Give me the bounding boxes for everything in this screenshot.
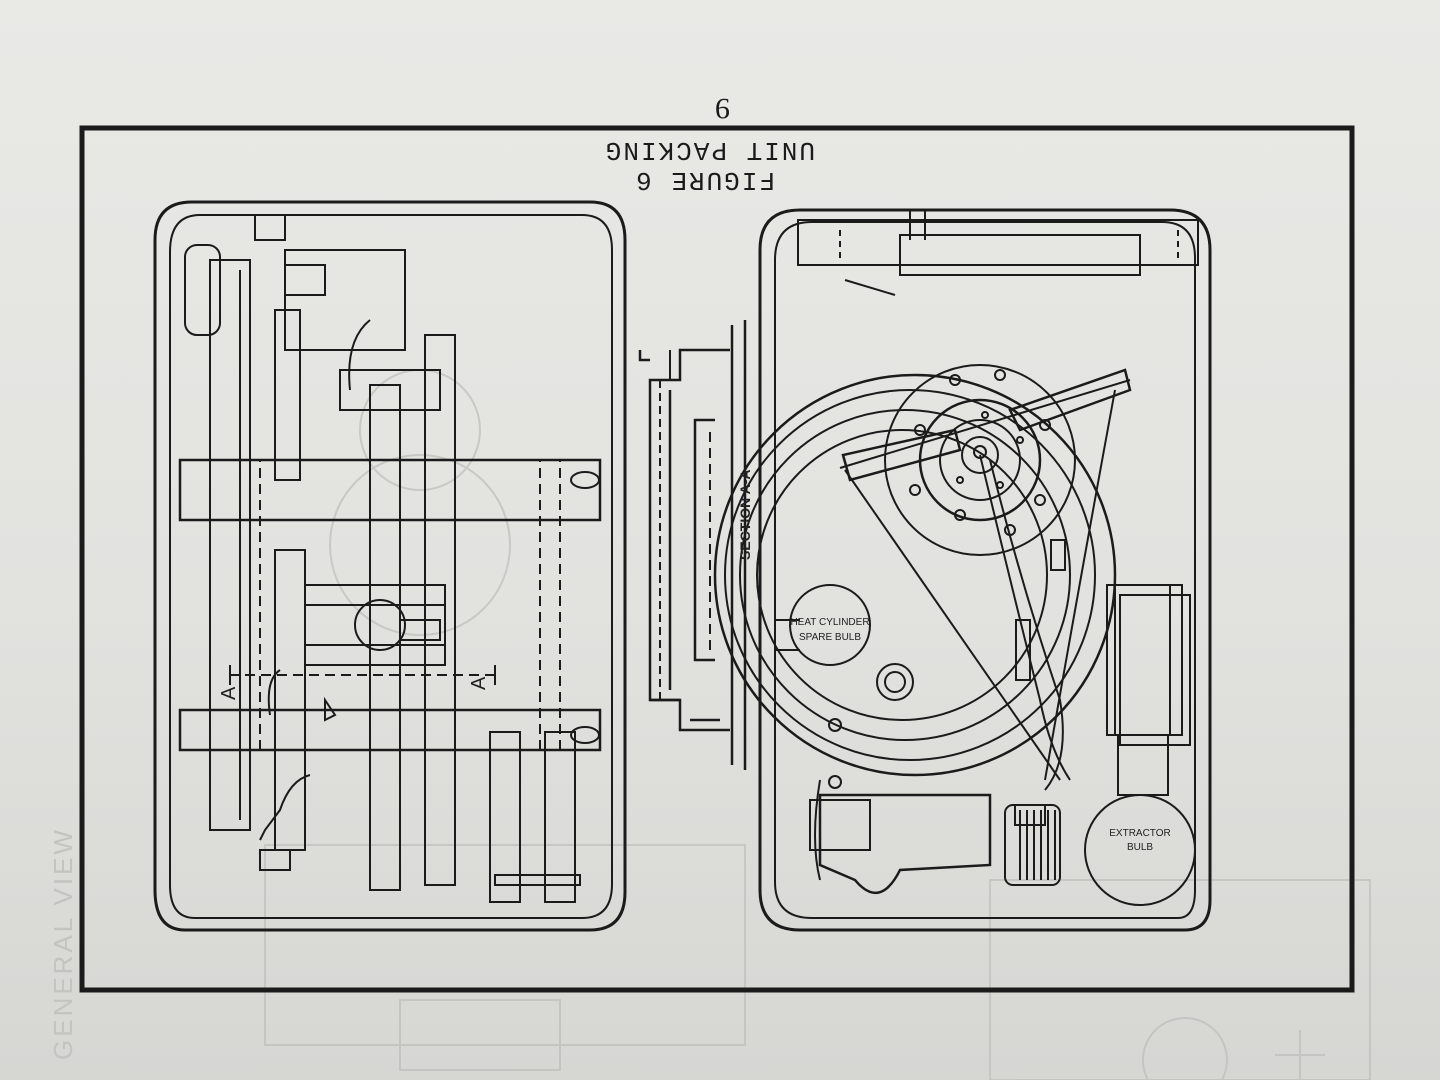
section-cut-line [229, 665, 496, 685]
spare-bulb-label-1: SPARE BULB [799, 632, 861, 643]
bulb-extractor-circle [1084, 794, 1196, 906]
bleed-side-text: GENERAL VIEW [48, 827, 78, 1060]
section-label: SECTION A-A [737, 470, 753, 560]
figure-frame [79, 125, 1355, 993]
turntable-case [713, 208, 1212, 932]
bulb-extractor-label-1: BULB [1127, 842, 1153, 853]
section-mark-a-2: A [218, 686, 240, 700]
section-mark-a-1: A [468, 676, 490, 690]
spare-bulb-circle [789, 584, 871, 666]
section-view [638, 320, 747, 770]
storage-case [153, 200, 627, 932]
spare-bulb-label-2: HEAT CYLINDER [790, 617, 869, 628]
bulb-extractor-label-2: EXTRACTOR [1109, 828, 1171, 839]
